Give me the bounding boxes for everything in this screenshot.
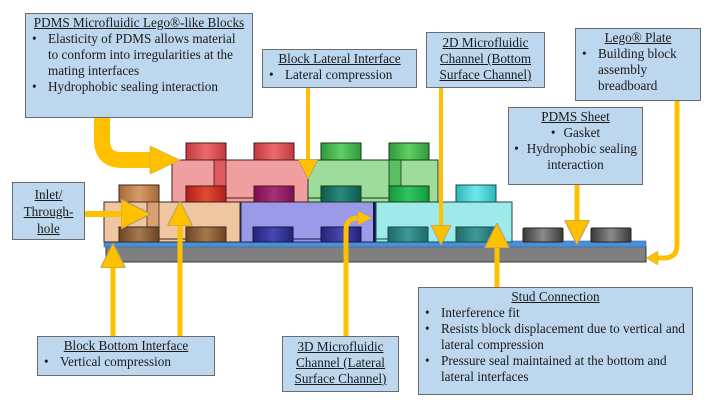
callout-title: Lego® Plate bbox=[604, 30, 672, 45]
arrow-pdms-blocks-head bbox=[149, 145, 181, 175]
callout-bullet: Resists block displacement due to vertic… bbox=[423, 321, 688, 353]
callout-lego-plate: Lego® Plate Building block assembly brea… bbox=[575, 28, 701, 101]
arrow-lego-plate-head bbox=[645, 250, 659, 266]
callout-bullet: Building block assembly breadboard bbox=[580, 46, 696, 94]
callout-bullet: Elasticity of PDMS allows material to co… bbox=[30, 31, 248, 79]
callout-bullet: Vertical compression bbox=[42, 354, 210, 370]
arrow-3d-channel-head bbox=[357, 210, 373, 226]
callout-bullet: Interference fit bbox=[423, 305, 688, 321]
callout-title: PDMS Microfluidic Lego®-like Blocks bbox=[33, 15, 245, 30]
callout-bullet: Hydrophobic sealing interaction bbox=[513, 141, 638, 173]
callout-title: Block Bottom Interface bbox=[63, 338, 189, 353]
plate-stud bbox=[590, 227, 632, 243]
callout-stud-connection: Stud Connection Interference fit Resists… bbox=[418, 287, 693, 395]
callout-title: Inlet/ Through-hole bbox=[23, 187, 74, 236]
callout-title: 3D Microfluidic Channel (Lateral Surface… bbox=[294, 339, 387, 386]
callout-3d-channel: 3D Microfluidic Channel (Lateral Surface… bbox=[282, 336, 399, 392]
lego-base-plate bbox=[105, 245, 647, 263]
callout-title: PDMS Sheet bbox=[541, 109, 610, 124]
callout-pdms-blocks: PDMS Microfluidic Lego®-like Blocks Elas… bbox=[25, 13, 253, 118]
callout-inlet-through-hole: Inlet/ Through-hole bbox=[12, 182, 85, 240]
block-purple bbox=[240, 201, 376, 243]
callout-block-lateral-interface: Block Lateral Interface Lateral compress… bbox=[262, 49, 417, 88]
callout-bullet: Gasket bbox=[513, 125, 638, 141]
block-red bbox=[171, 142, 309, 203]
callout-bullet: Pressure seal maintained at the bottom a… bbox=[423, 353, 688, 385]
block-green bbox=[307, 142, 439, 203]
callout-2d-channel: 2D Microfluidic Channel (Bottom Surface … bbox=[426, 32, 545, 88]
callout-pdms-sheet: PDMS Sheet Gasket Hydrophobic sealing in… bbox=[508, 107, 643, 185]
callout-title: Stud Connection bbox=[511, 289, 600, 304]
arrow-pdms-blocks bbox=[94, 118, 150, 168]
arrow-lego-plate bbox=[656, 100, 680, 261]
callout-bullet: Hydrophobic sealing interaction bbox=[30, 79, 248, 95]
callout-bullet: Lateral compression bbox=[267, 67, 412, 83]
callout-title: Block Lateral Interface bbox=[278, 51, 401, 66]
callout-block-bottom-interface: Block Bottom Interface Vertical compress… bbox=[37, 336, 215, 376]
plate-stud bbox=[522, 227, 564, 243]
callout-title: 2D Microfluidic Channel (Bottom Surface … bbox=[439, 35, 532, 82]
